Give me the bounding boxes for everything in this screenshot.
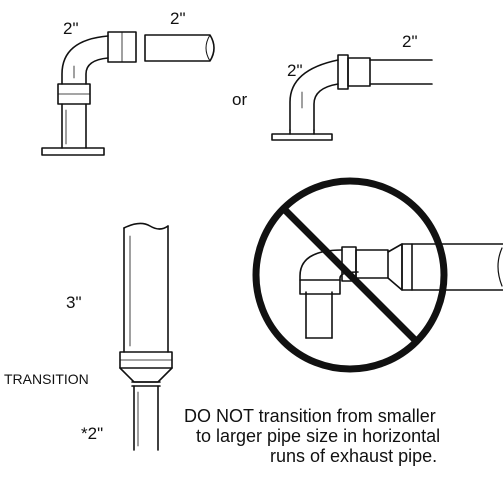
- fig4-prohibited-assembly: [299, 243, 503, 339]
- no-symbol-slash: [280, 205, 420, 345]
- fig4-elbow-outer: [299, 249, 343, 281]
- transition-label: TRANSITION: [4, 371, 89, 387]
- fig2-vertical-size-label: 2": [287, 61, 303, 80]
- fig1-base-flange: [41, 147, 105, 156]
- fig3-lower-size-label: *2": [81, 424, 104, 443]
- fig4-coupling: [355, 249, 389, 279]
- fig1-vertical-size-label: 2": [63, 19, 79, 38]
- fig3-pipe-top: [123, 222, 169, 230]
- fig3-upper-size-label: 3": [66, 293, 82, 312]
- fig2-elbow-inner: [313, 83, 339, 131]
- no-symbol: [252, 177, 448, 373]
- fig3-transition-taper: [119, 367, 173, 383]
- fig2-elbow-outer: [289, 59, 339, 131]
- fig3-vertical-transition: [119, 222, 173, 451]
- fig1-elbow-outer: [61, 35, 109, 85]
- fig1-elbow-inner: [85, 57, 109, 85]
- fig2-coupling: [347, 57, 371, 87]
- no-symbol-ring: [252, 177, 448, 373]
- or-label: or: [232, 90, 248, 109]
- fig1-elbow-assembly: [41, 31, 215, 156]
- warning-note-line2: to larger pipe size in horizontal: [196, 426, 441, 446]
- fig2-elbow-assembly: [271, 54, 433, 141]
- warning-note-line1: DO NOT transition from smaller: [184, 406, 436, 426]
- warning-note: DO NOT transition from smaller to larger…: [184, 406, 503, 466]
- fig2-horizontal-size-label: 2": [402, 32, 418, 51]
- fig1-horizontal-size-label: 2": [170, 9, 186, 28]
- fig4-expander: [387, 243, 403, 291]
- warning-note-line3: runs of exhaust pipe.: [270, 446, 438, 466]
- fig2-base-flange: [271, 133, 333, 141]
- fig1-horizontal-pipe: [144, 34, 215, 62]
